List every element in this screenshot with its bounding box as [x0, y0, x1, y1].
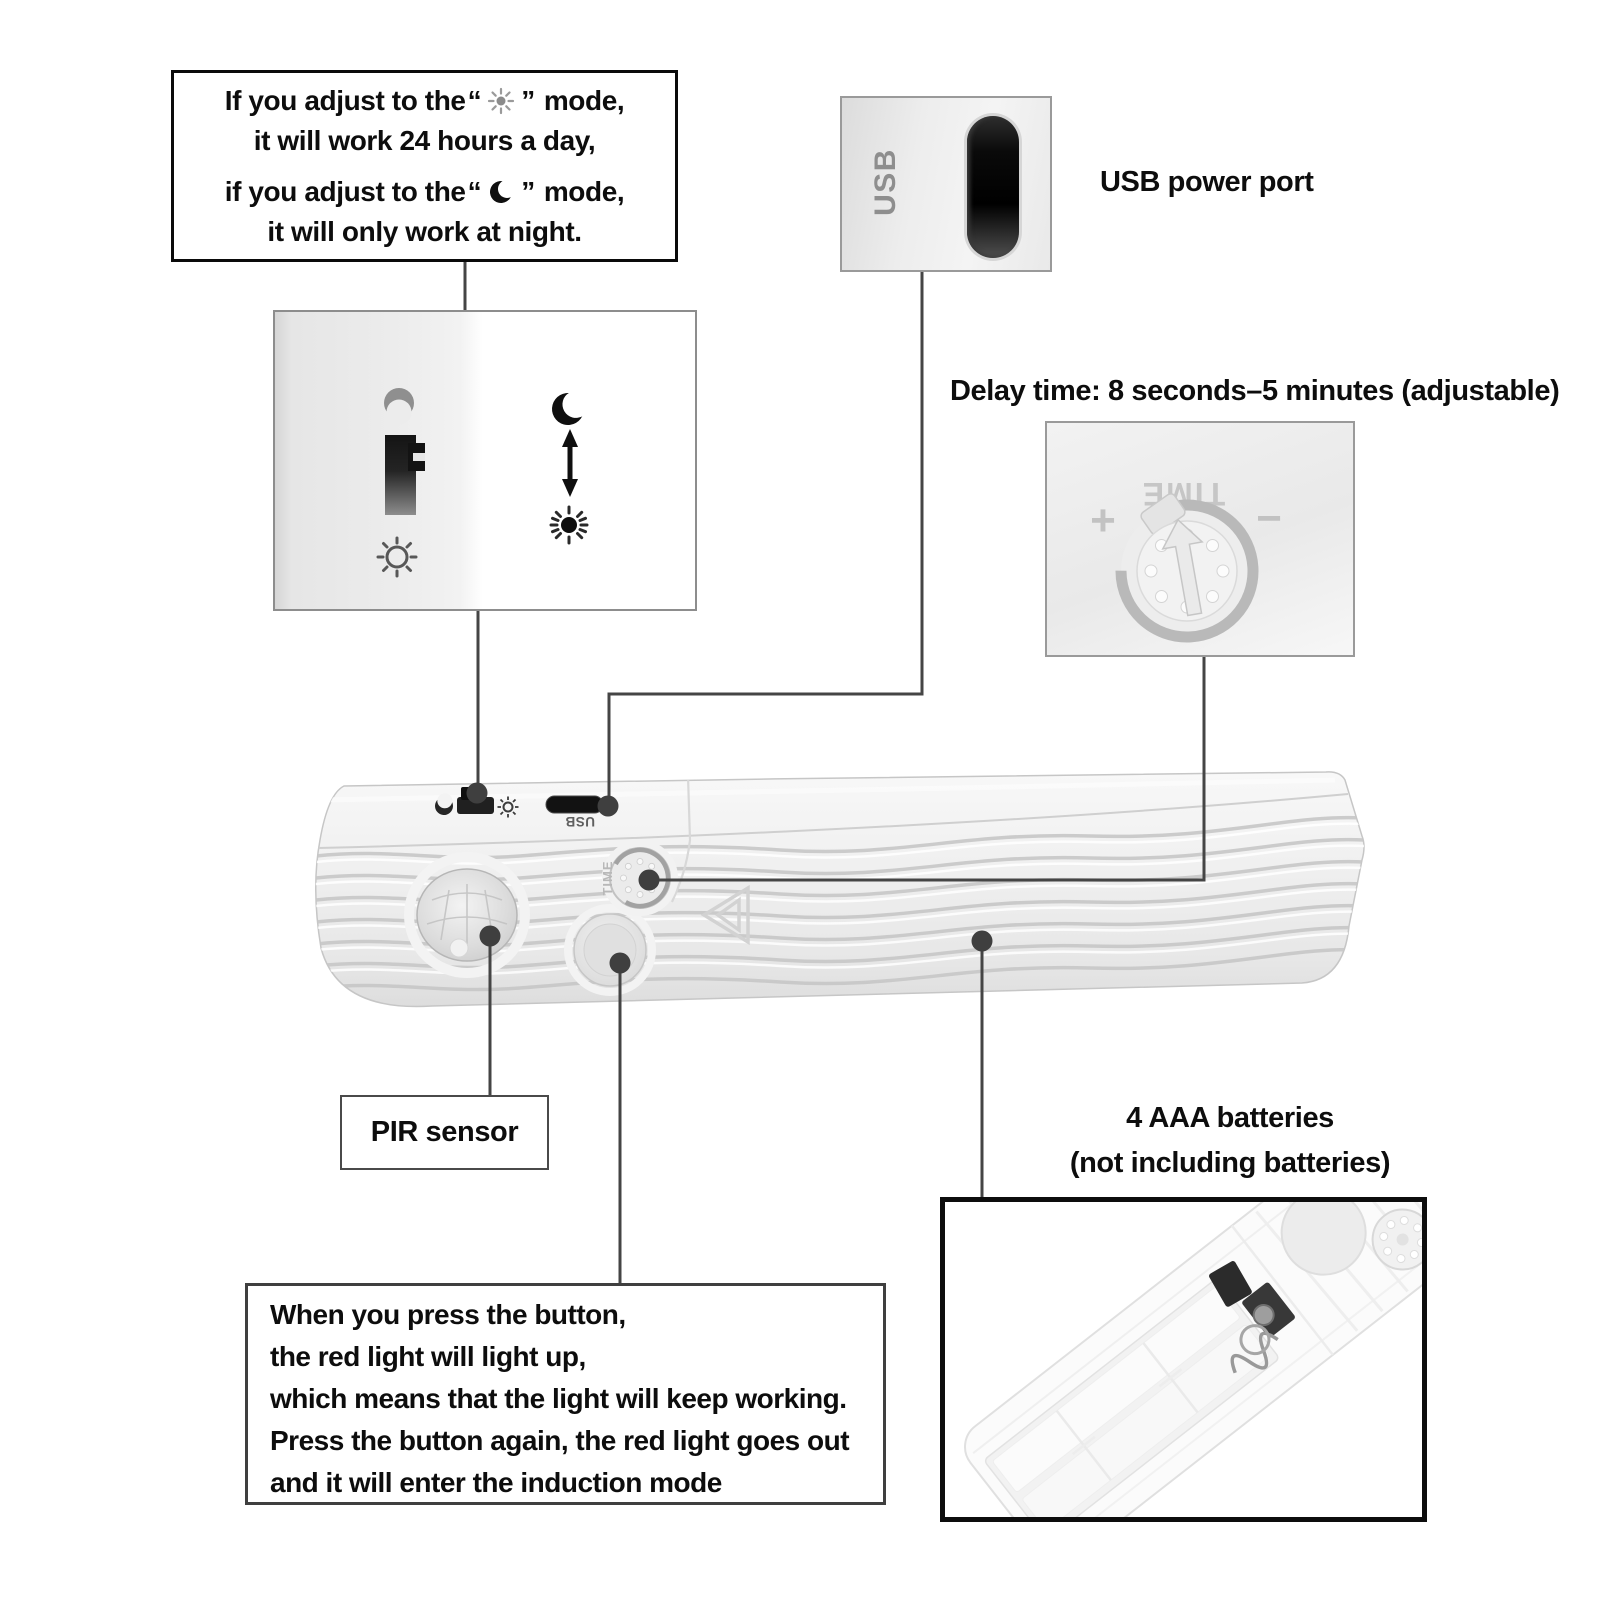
usb-port[interactable] — [545, 795, 604, 814]
mode-switch-graphics — [376, 388, 590, 578]
mode-note-line-1: If you adjust to the“ ”mode, — [225, 81, 625, 121]
mode-note-box: If you adjust to the“ ”mode, it will wor… — [171, 70, 678, 262]
callout-line-time — [651, 657, 1206, 882]
pir-sensor-label: PIR sensor — [370, 1116, 519, 1148]
callout-dot-button — [609, 952, 631, 974]
callout-dot-pir — [479, 925, 501, 947]
minus-marking: − — [1256, 494, 1282, 543]
pir-sensor-label-box: PIR sensor — [340, 1095, 549, 1170]
close-quote: ” — [521, 175, 535, 207]
sun-mark-icon — [497, 796, 519, 818]
button-note-box: When you press the button, the red light… — [245, 1283, 886, 1505]
mode-note-text: If you adjust to the — [224, 84, 466, 116]
open-quote: “ — [467, 84, 482, 116]
button-note-line: which means that the light will keep wor… — [270, 1383, 847, 1414]
usb-port-marking: USB — [565, 814, 595, 829]
night-mode-moon-icon — [552, 390, 590, 425]
close-quote: ” — [521, 84, 535, 116]
dial-arrow-icon — [1161, 518, 1204, 617]
sun-icon — [488, 87, 515, 114]
battery-note: 4 AAA batteries (not including batteries… — [1010, 1096, 1450, 1186]
callout-dot-switch — [466, 782, 488, 804]
pir-sensor-dome — [404, 852, 530, 978]
button-note-line: When you press the button, — [270, 1299, 626, 1330]
battery-contacts — [1209, 1261, 1295, 1374]
mode-note-text: if you adjust to the — [224, 175, 466, 207]
battery-cover-seam — [670, 775, 692, 903]
usb-port-label: USB power port — [1100, 166, 1314, 198]
battery-note-line-2: (not including batteries) — [1069, 1147, 1391, 1179]
button-note-line: Press the button again, the red light go… — [270, 1425, 850, 1456]
mode-note-line-3: if you adjust to the“ ”mode, — [225, 172, 625, 212]
diffuser-circle — [1280, 1202, 1367, 1276]
moon-icon — [490, 179, 516, 203]
mode-button[interactable] — [564, 904, 656, 996]
rear-dial — [1371, 1208, 1422, 1271]
mode-note-line-2: it will work 24 hours a day, — [253, 124, 596, 156]
callout-dot-usb — [597, 795, 619, 817]
delay-dial[interactable] — [1099, 483, 1274, 657]
time-dial[interactable]: TIME — [600, 840, 678, 916]
plus-marking: + — [1090, 496, 1116, 545]
mode-note-line-4: it will only work at night. — [267, 215, 582, 247]
battery-compartment-closeup — [940, 1197, 1427, 1522]
moon-mark-icon — [435, 793, 453, 815]
time-dial-marking: TIME — [600, 860, 615, 895]
callout-dot-battery — [971, 930, 993, 952]
time-dial-graphics: TIME + − — [1090, 476, 1282, 657]
molded-moon-icon — [384, 388, 414, 425]
day-mode-sun-icon — [549, 505, 589, 545]
mode-switch-closeup — [273, 310, 697, 611]
button-note-line: the red light will light up, — [270, 1341, 586, 1372]
callout-lines — [463, 262, 1206, 1284]
mode-note-text: mode, — [543, 175, 625, 207]
battery-compartment-graphics — [964, 1202, 1422, 1517]
micro-usb-slot — [967, 116, 1019, 258]
molded-sun-icon — [376, 536, 418, 578]
usb-port-closeup: USB — [840, 96, 1052, 272]
callout-dots — [466, 782, 993, 974]
cover-arrow-marks-icon — [700, 884, 750, 946]
time-dial-closeup: TIME + − — [1045, 421, 1355, 657]
open-quote: “ — [467, 175, 482, 207]
up-down-arrow-icon — [562, 429, 578, 497]
callout-line-usb — [607, 272, 924, 805]
callout-dot-time — [638, 869, 660, 891]
usb-marking-label: USB — [869, 148, 902, 216]
mode-note-text: mode, — [543, 84, 625, 116]
battery-tray — [984, 1279, 1279, 1517]
mode-slide-switch-closeup[interactable] — [385, 435, 425, 515]
battery-note-line-1: 4 AAA batteries — [1126, 1102, 1334, 1134]
delay-time-label: Delay time: 8 seconds–5 minutes (adjusta… — [950, 375, 1560, 407]
button-note-line: and it will enter the induction mode — [270, 1467, 722, 1498]
